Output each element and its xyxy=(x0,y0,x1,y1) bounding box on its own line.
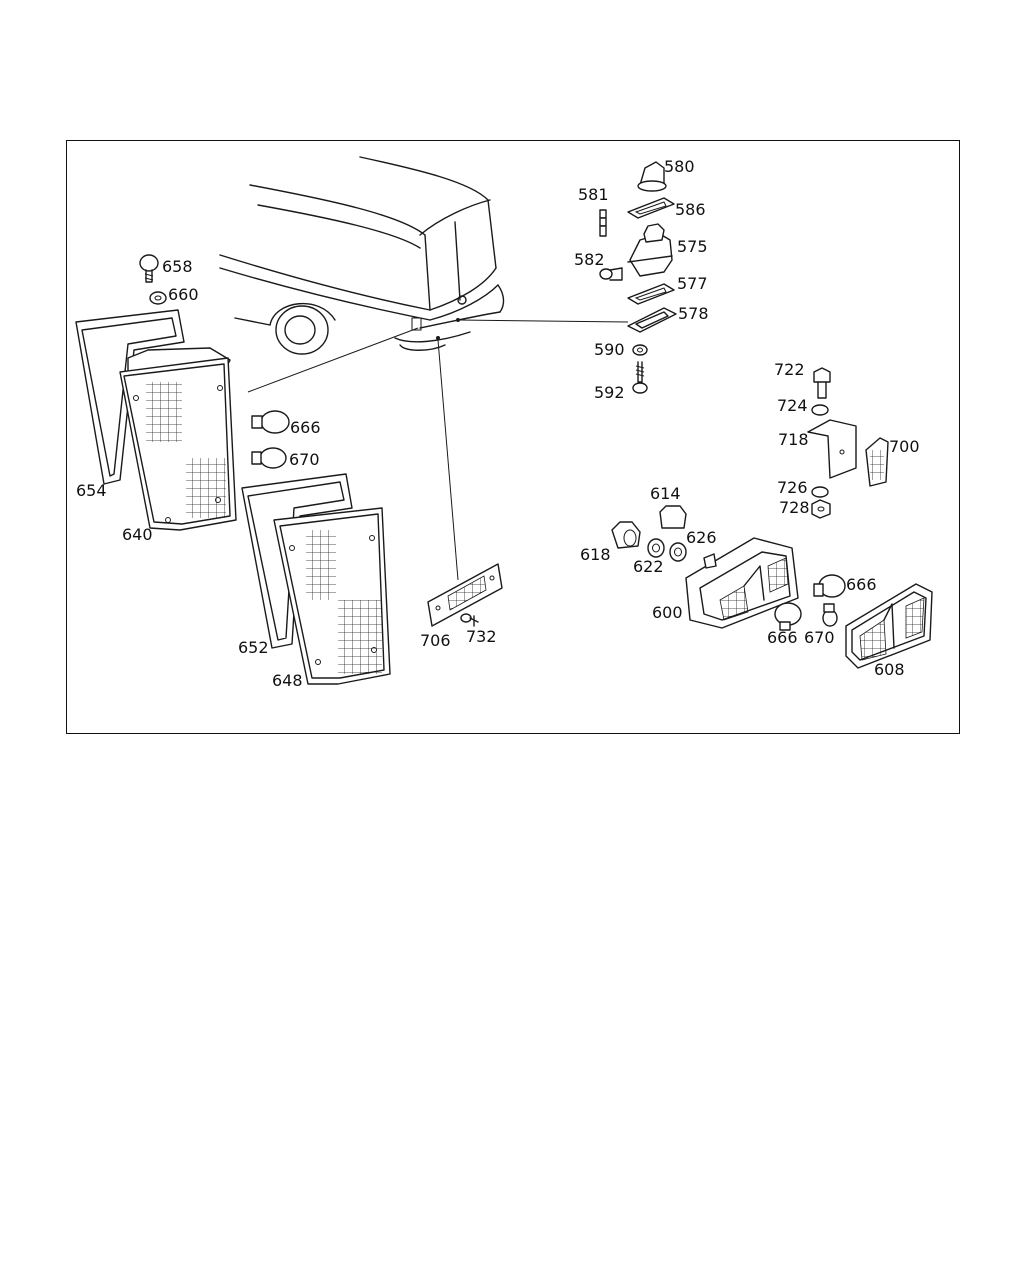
label-666-right: 666 xyxy=(846,575,877,594)
bulb-666-upper xyxy=(251,410,290,434)
bulb-670-right xyxy=(822,603,838,627)
screw-732 xyxy=(460,613,479,627)
side-marker-700 xyxy=(865,437,889,487)
label-652: 652 xyxy=(238,638,269,657)
label-626: 626 xyxy=(686,528,717,547)
label-666-lower: 666 xyxy=(767,628,798,647)
lamp-housing-600 xyxy=(685,537,799,629)
label-575: 575 xyxy=(677,237,708,256)
screw-592 xyxy=(632,361,648,394)
vehicle-rear-drawing xyxy=(219,156,505,355)
screw-658 xyxy=(139,254,159,283)
bulb-582 xyxy=(599,267,623,281)
label-600: 600 xyxy=(652,603,683,622)
bolt-722 xyxy=(813,367,831,399)
label-732: 732 xyxy=(466,627,497,646)
tail-lamp-lens-640 xyxy=(119,347,237,531)
label-582: 582 xyxy=(574,250,605,269)
reflector-706 xyxy=(427,563,503,627)
leader-lines xyxy=(247,319,629,581)
label-658: 658 xyxy=(162,257,193,276)
label-648: 648 xyxy=(272,671,303,690)
bulb-666-right-large xyxy=(813,574,846,598)
label-660: 660 xyxy=(168,285,199,304)
washer-590 xyxy=(632,344,648,356)
label-618: 618 xyxy=(580,545,611,564)
nut-728 xyxy=(811,499,831,519)
label-592: 592 xyxy=(594,383,625,402)
bulb-670-upper xyxy=(251,447,287,469)
label-706: 706 xyxy=(420,631,451,650)
label-581: 581 xyxy=(578,185,609,204)
label-666-upper: 666 xyxy=(290,418,321,437)
part-labels: 580 581 586 575 582 577 578 590 592 658 … xyxy=(76,157,920,690)
label-728: 728 xyxy=(779,498,810,517)
label-622: 622 xyxy=(633,557,664,576)
tail-lamp-lens-648 xyxy=(273,507,391,685)
label-724: 724 xyxy=(777,396,808,415)
gasket-578 xyxy=(627,307,677,333)
label-614: 614 xyxy=(650,484,681,503)
label-654: 654 xyxy=(76,481,107,500)
ring-622 xyxy=(647,538,665,558)
gasket-586 xyxy=(627,197,675,219)
bracket-718 xyxy=(807,419,857,479)
bulb-666-right-small xyxy=(774,602,802,631)
diagram-frame xyxy=(66,140,960,734)
spring-washer-726 xyxy=(811,486,829,498)
lamp-housing-575 xyxy=(627,223,673,277)
label-726: 726 xyxy=(777,478,808,497)
cap-618 xyxy=(611,521,641,549)
label-586: 586 xyxy=(675,200,706,219)
label-577: 577 xyxy=(677,274,708,293)
gasket-577 xyxy=(627,283,675,305)
lamp-cover-580 xyxy=(637,161,667,192)
grommet-614 xyxy=(659,505,687,529)
gasket-652 xyxy=(241,473,353,649)
label-722: 722 xyxy=(774,360,805,379)
gasket-654 xyxy=(75,309,185,485)
label-578: 578 xyxy=(678,304,709,323)
label-718: 718 xyxy=(778,430,809,449)
bulb-581 xyxy=(599,209,607,237)
lamp-lens-608 xyxy=(845,583,933,669)
label-580: 580 xyxy=(664,157,695,176)
washer-724 xyxy=(811,404,829,416)
washer-660 xyxy=(149,291,167,305)
label-608: 608 xyxy=(874,660,905,679)
label-590: 590 xyxy=(594,340,625,359)
label-640: 640 xyxy=(122,525,153,544)
ring-626 xyxy=(669,542,687,562)
label-700: 700 xyxy=(889,437,920,456)
label-670-upper: 670 xyxy=(289,450,320,469)
label-670-right: 670 xyxy=(804,628,835,647)
